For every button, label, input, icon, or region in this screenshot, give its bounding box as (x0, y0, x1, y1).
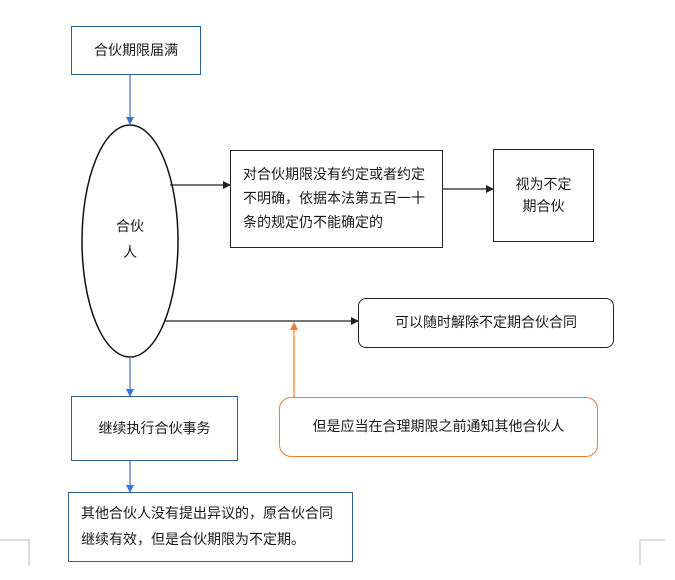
node-no-agreement-condition-text: 对合伙期限没有约定或者约定不明确，依据本法第五百一十条的规定仍不能确定的 (243, 167, 425, 231)
page-corner-mark-left (0, 539, 30, 565)
partner-label-line2: 人 (123, 245, 137, 261)
node-continue-affairs-text: 继续执行合伙事务 (98, 420, 211, 437)
node-continue-affairs: 继续执行合伙事务 (71, 396, 238, 461)
node-terminate-anytime: 可以随时解除不定期合伙合同 (358, 298, 614, 348)
node-no-agreement-condition: 对合伙期限没有约定或者约定不明确，依据本法第五百一十条的规定仍不能确定的 (230, 150, 443, 248)
page-corner-mark-right (639, 539, 665, 565)
node-term-expired: 合伙期限届满 (71, 26, 201, 75)
partner-label-line1: 合伙 (116, 219, 144, 235)
node-contract-remains-valid: 其他合伙人没有提出异议的，原合伙合同继续有效，但是合伙期限为不定期。 (68, 492, 353, 562)
node-terminate-anytime-text: 可以随时解除不定期合伙合同 (395, 315, 577, 331)
node-contract-remains-valid-text: 其他合伙人没有提出异议的，原合伙合同继续有效，但是合伙期限为不定期。 (81, 506, 333, 548)
node-indefinite-partnership-text: 视为不定期合伙 (515, 176, 572, 215)
partner-label: 合伙 人 (90, 210, 170, 270)
node-notify-others-text: 但是应当在合理期限之前通知其他合伙人 (312, 419, 565, 435)
node-indefinite-partnership: 视为不定期合伙 (493, 149, 594, 242)
node-term-expired-text: 合伙期限届满 (94, 42, 178, 59)
node-notify-others: 但是应当在合理期限之前通知其他合伙人 (279, 397, 598, 457)
